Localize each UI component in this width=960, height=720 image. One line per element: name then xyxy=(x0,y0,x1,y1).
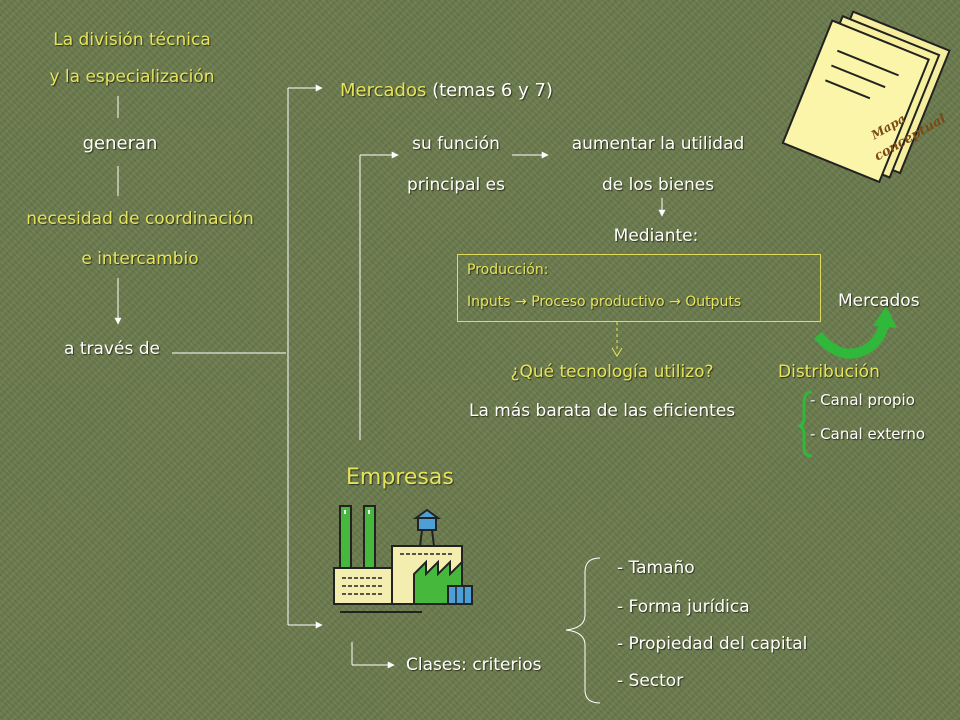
mercados-title: Mercados xyxy=(340,80,427,101)
function-line2: principal es xyxy=(407,175,505,195)
mercados-cycle-label: Mercados xyxy=(838,291,920,311)
generan-label: generan xyxy=(82,133,158,154)
technology-question: ¿Qué tecnología utilizo? xyxy=(510,362,714,382)
distribucion-label: Distribución xyxy=(778,362,880,382)
criteria-item: - Tamaño xyxy=(617,558,695,578)
goal-line1: aumentar la utilidad xyxy=(571,134,745,154)
production-box xyxy=(457,254,821,322)
clases-label: Clases: criterios xyxy=(406,655,542,675)
production-flow: Inputs → Proceso productivo → Outputs xyxy=(467,294,741,310)
mercados-subtitle: (temas 6 y 7) xyxy=(432,80,553,101)
green-cycle-arrow-head xyxy=(873,306,897,328)
via-label: a través de xyxy=(64,339,160,359)
canal-propio: - Canal propio xyxy=(810,391,915,409)
technology-answer: La más barata de las eficientes xyxy=(469,401,736,421)
arrow-right-icon: → xyxy=(669,294,681,310)
dashed-arrow-head xyxy=(611,347,623,357)
canal-bracket xyxy=(796,390,813,458)
left-title-line1: La división técnica xyxy=(53,30,211,50)
function-line1: su función xyxy=(412,134,500,154)
criteria-bracket xyxy=(565,557,601,704)
factory-icon xyxy=(333,505,473,613)
outputs-label: Outputs xyxy=(685,294,742,310)
criteria-item: - Forma jurídica xyxy=(617,597,750,617)
mediante-label: Mediante: xyxy=(613,226,699,246)
criteria-item: - Sector xyxy=(617,671,684,691)
need-line2: e intercambio xyxy=(81,249,199,269)
production-title: Producción: xyxy=(467,262,549,278)
need-line1: necesidad de coordinación xyxy=(26,209,254,229)
green-cycle-arrow xyxy=(814,320,890,359)
left-title-line2: y la especialización xyxy=(49,67,215,87)
empresas-title: Empresas xyxy=(346,465,454,490)
arrow-right-icon: → xyxy=(515,294,527,310)
process-label: Proceso productivo xyxy=(531,294,665,310)
notepad-icon: Mapa conceptual xyxy=(781,10,951,184)
canal-externo: - Canal externo xyxy=(810,425,926,443)
inputs-label: Inputs xyxy=(467,294,511,310)
goal-line2: de los bienes xyxy=(601,175,715,195)
mercados-heading: Mercados (temas 6 y 7) xyxy=(340,80,553,101)
criteria-item: - Propiedad del capital xyxy=(617,634,808,654)
